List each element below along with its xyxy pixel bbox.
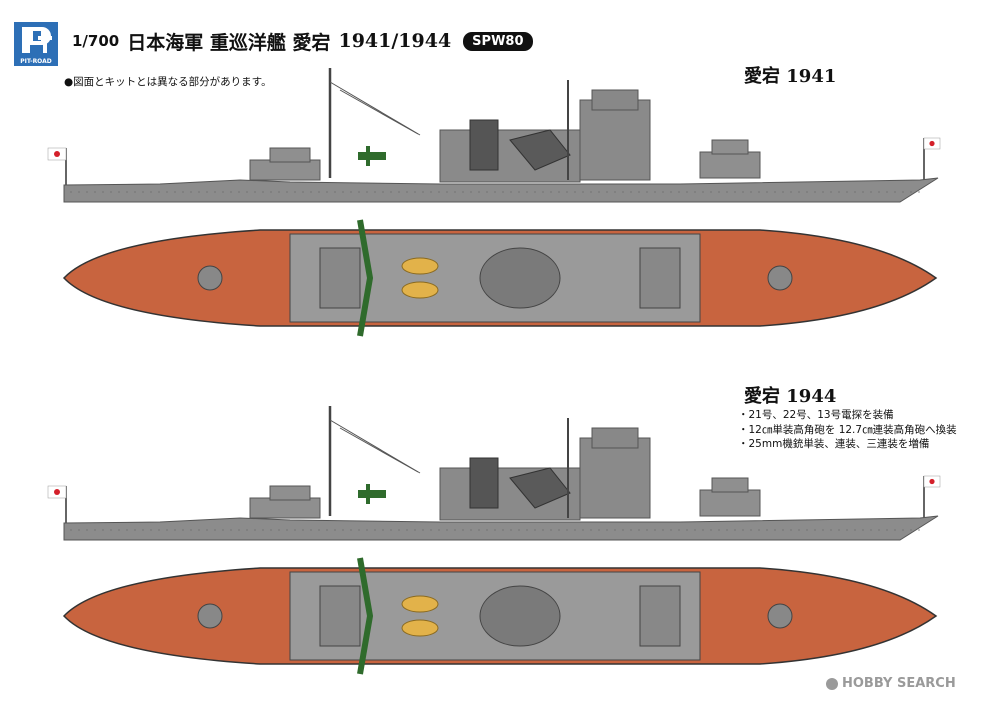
watermark-label: HOBBY SEARCH [842, 676, 956, 691]
product-code-badge: SPW80 [463, 31, 533, 51]
disclaimer-note: ●図面とキットとは異なる部分があります。 [64, 76, 272, 88]
watermark: HOBBY SEARCH [826, 676, 956, 691]
hull-shape [63, 515, 939, 541]
scale-label: 1/700 [72, 32, 120, 50]
change-item: ・25mm機銃単装、連装、三連装を増備 [738, 438, 930, 450]
watermark-logo-icon [826, 677, 838, 690]
pit-road-logo: PIT-ROAD [14, 22, 58, 66]
version-1941-title: 愛宕 1941 [744, 66, 837, 87]
change-item: ・21号、22号、13号電探を装備 [738, 409, 894, 421]
title-bar: 1/700 日本海軍 重巡洋艦 愛宕 1941/1944 SPW80 [72, 26, 533, 56]
page-title: 日本海軍 重巡洋艦 愛宕 [127, 31, 331, 54]
side-profile-1941 [47, 68, 941, 203]
top-plan-1944 [62, 557, 938, 675]
top-plan-1941 [62, 219, 938, 337]
change-item: ・12㎝単装高角砲を 12.7㎝連装高角砲へ換装 [738, 423, 957, 436]
changes-list: ・21号、22号、13号電探を装備 ・12㎝単装高角砲を 12.7㎝連装高角砲へ… [738, 408, 957, 452]
years-label: 1941/1944 [338, 30, 452, 52]
brand-label: PIT-ROAD [20, 58, 52, 65]
version-1944-title: 愛宕 1944 [744, 386, 837, 407]
side-profile-1944 [47, 406, 941, 541]
hull-shape [63, 177, 939, 203]
